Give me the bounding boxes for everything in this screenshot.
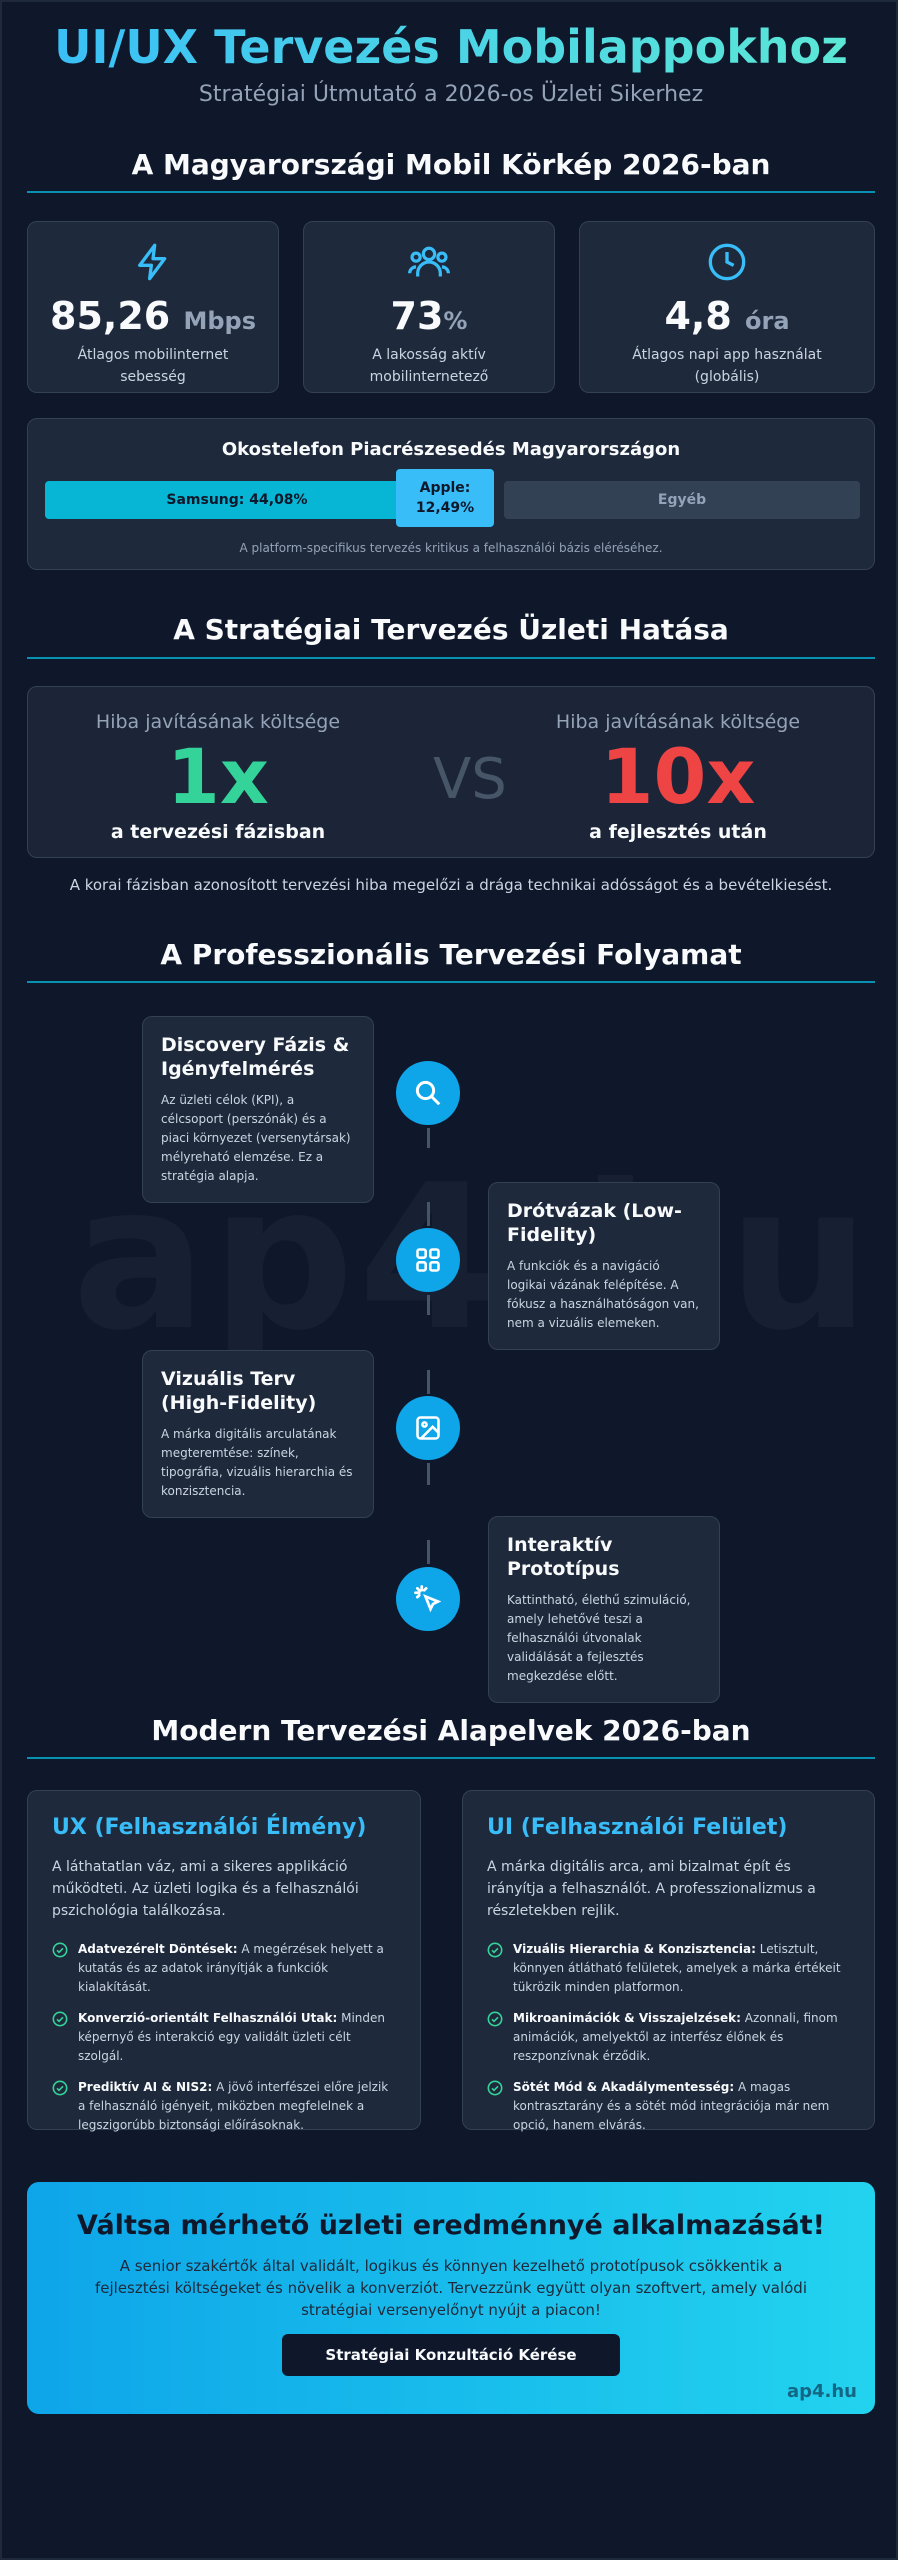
list-item: Vizuális Hierarchia & Konzisztencia: Let… bbox=[487, 1940, 850, 1997]
impact-left-caption: Hiba javításának költsége bbox=[95, 711, 341, 733]
page-title: UI/UX Tervezés Mobilappokhoz bbox=[2, 20, 896, 74]
process-step-discovery: Discovery Fázis & Igényfelmérés Az üzlet… bbox=[142, 1016, 374, 1203]
search-icon bbox=[396, 1061, 460, 1125]
list-item: Konverzió-orientált Felhasználói Utak: M… bbox=[52, 2009, 396, 2066]
market-share-card: Okostelefon Piacrészesedés Magyarországo… bbox=[27, 418, 875, 570]
timeline-line bbox=[427, 1370, 430, 1394]
cta-text: A senior szakértők által validált, logik… bbox=[94, 2257, 807, 2319]
section-divider bbox=[27, 657, 875, 659]
ux-card: UX (Felhasználói Élmény) A láthatatlan v… bbox=[27, 1790, 421, 2132]
step-text: Az üzleti célok (KPI), a célcsoport (per… bbox=[161, 1093, 351, 1183]
stat-label: A lakosság aktív mobilinternetező bbox=[369, 347, 489, 385]
check-circle-icon bbox=[487, 2009, 513, 2066]
ui-card: UI (Felhasználói Felület) A márka digitá… bbox=[462, 1790, 875, 2132]
stat-card-usage: 4,8 óra Átlagos napi app használat (glob… bbox=[579, 221, 875, 393]
section-divider bbox=[27, 981, 875, 983]
apple-bar: Apple: 12,49% bbox=[396, 469, 494, 527]
list-item: Sötét Mód & Akadálymentesség: A magas ko… bbox=[487, 2078, 850, 2135]
check-circle-icon bbox=[52, 2009, 78, 2066]
step-title: Discovery Fázis & Igényfelmérés bbox=[161, 1034, 350, 1080]
cta-banner: Váltsa mérhető üzleti eredménnyé alkalma… bbox=[27, 2182, 875, 2414]
image-icon bbox=[396, 1396, 460, 1460]
stat-value: 73% bbox=[390, 294, 468, 338]
impact-left-sub: a tervezési fázisban bbox=[110, 821, 326, 843]
stat-value: 85,26 Mbps bbox=[50, 294, 256, 338]
stat-card-users: 73% A lakosság aktív mobilinternetező bbox=[303, 221, 555, 393]
section-divider bbox=[27, 1757, 875, 1759]
clock-icon bbox=[580, 242, 874, 286]
timeline-line bbox=[427, 1463, 430, 1485]
step-text: Kattintható, élethű szimuláció, amely le… bbox=[507, 1593, 691, 1683]
ux-intro: A láthatatlan váz, ami a sikeres appliká… bbox=[52, 1859, 359, 1919]
timeline-line bbox=[427, 1202, 430, 1226]
lightning-icon bbox=[28, 242, 278, 286]
impact-card: Hiba javításának költsége 1x a tervezési… bbox=[27, 686, 875, 858]
impact-right-sub: a fejlesztés után bbox=[589, 821, 767, 843]
page-subtitle: Stratégiai Útmutató a 2026-os Üzleti Sik… bbox=[198, 82, 704, 107]
process-step-visual: Vizuális Terv (High-Fidelity) A márka di… bbox=[142, 1350, 374, 1518]
other-bar: Egyéb bbox=[504, 481, 860, 519]
ux-list: Adatvezérelt Döntések: A megérzések hely… bbox=[52, 1940, 396, 2135]
step-text: A márka digitális arculatának megteremté… bbox=[161, 1427, 353, 1498]
ui-list: Vizuális Hierarchia & Konzisztencia: Let… bbox=[487, 1940, 850, 2135]
landscape-title: A Magyarországi Mobil Körkép 2026-ban bbox=[131, 148, 771, 181]
impact-note: A korai fázisban azonosított tervezési h… bbox=[69, 876, 833, 894]
list-item: Adatvezérelt Döntések: A megérzések hely… bbox=[52, 1940, 396, 1997]
pointer-click-icon bbox=[396, 1567, 460, 1631]
cta-title: Váltsa mérhető üzleti eredménnyé alkalma… bbox=[77, 2210, 825, 2241]
impact-right: Hiba javításának költsége 10x a fejleszt… bbox=[488, 687, 868, 843]
list-item: Mikroanimációk & Visszajelzések: Azonnal… bbox=[487, 2009, 850, 2066]
ui-title: UI (Felhasználói Felület) bbox=[487, 1815, 788, 1840]
check-circle-icon bbox=[52, 2078, 78, 2135]
check-circle-icon bbox=[52, 1940, 78, 1997]
principles-title: Modern Tervezési Alapelvek 2026-ban bbox=[151, 1714, 751, 1747]
impact-right-value: 10x bbox=[600, 732, 756, 821]
impact-title: A Stratégiai Tervezés Üzleti Hatása bbox=[173, 613, 729, 646]
grid-icon bbox=[396, 1228, 460, 1292]
check-circle-icon bbox=[487, 2078, 513, 2135]
timeline-line bbox=[427, 1540, 430, 1564]
section-divider bbox=[27, 191, 875, 193]
ux-title: UX (Felhasználói Élmény) bbox=[52, 1815, 367, 1840]
check-circle-icon bbox=[487, 1940, 513, 1997]
step-title: Interaktív Prototípus bbox=[507, 1534, 620, 1580]
impact-left: Hiba javításának költsége 1x a tervezési… bbox=[28, 687, 408, 843]
step-text: A funkciók és a navigáció logikai vázána… bbox=[507, 1259, 699, 1330]
stat-value: 4,8 óra bbox=[664, 294, 790, 338]
consultation-button[interactable]: Stratégiai Konzultáció Kérése bbox=[282, 2334, 620, 2376]
market-share-note: A platform-specifikus tervezés kritikus … bbox=[239, 541, 663, 555]
step-title: Drótvázak (Low-Fidelity) bbox=[507, 1200, 682, 1246]
vs-label: VS bbox=[433, 747, 507, 812]
step-title: Vizuális Terv (High-Fidelity) bbox=[161, 1368, 317, 1414]
process-step-prototype: Interaktív Prototípus Kattintható, életh… bbox=[488, 1516, 720, 1703]
impact-left-value: 1x bbox=[167, 732, 269, 821]
process-step-wireframes: Drótvázak (Low-Fidelity) A funkciók és a… bbox=[488, 1182, 720, 1350]
list-item: Prediktív AI & NIS2: A jövő interfészei … bbox=[52, 2078, 396, 2135]
process-title: A Professzionális Tervezési Folyamat bbox=[160, 938, 742, 971]
ui-intro: A márka digitális arca, ami bizalmat épí… bbox=[487, 1859, 816, 1919]
brand-logo: ap4.hu bbox=[786, 2381, 857, 2402]
samsung-bar: Samsung: 44,08% bbox=[45, 481, 429, 519]
timeline-line bbox=[427, 1128, 430, 1148]
market-share-title: Okostelefon Piacrészesedés Magyarországo… bbox=[221, 439, 681, 460]
stat-card-speed: 85,26 Mbps Átlagos mobilinternet sebessé… bbox=[27, 221, 279, 393]
timeline-line bbox=[427, 1295, 430, 1315]
users-icon bbox=[304, 242, 554, 286]
stat-label: Átlagos napi app használat (globális) bbox=[632, 347, 822, 385]
impact-right-caption: Hiba javításának költsége bbox=[555, 711, 801, 733]
stat-label: Átlagos mobilinternet sebesség bbox=[77, 347, 229, 385]
